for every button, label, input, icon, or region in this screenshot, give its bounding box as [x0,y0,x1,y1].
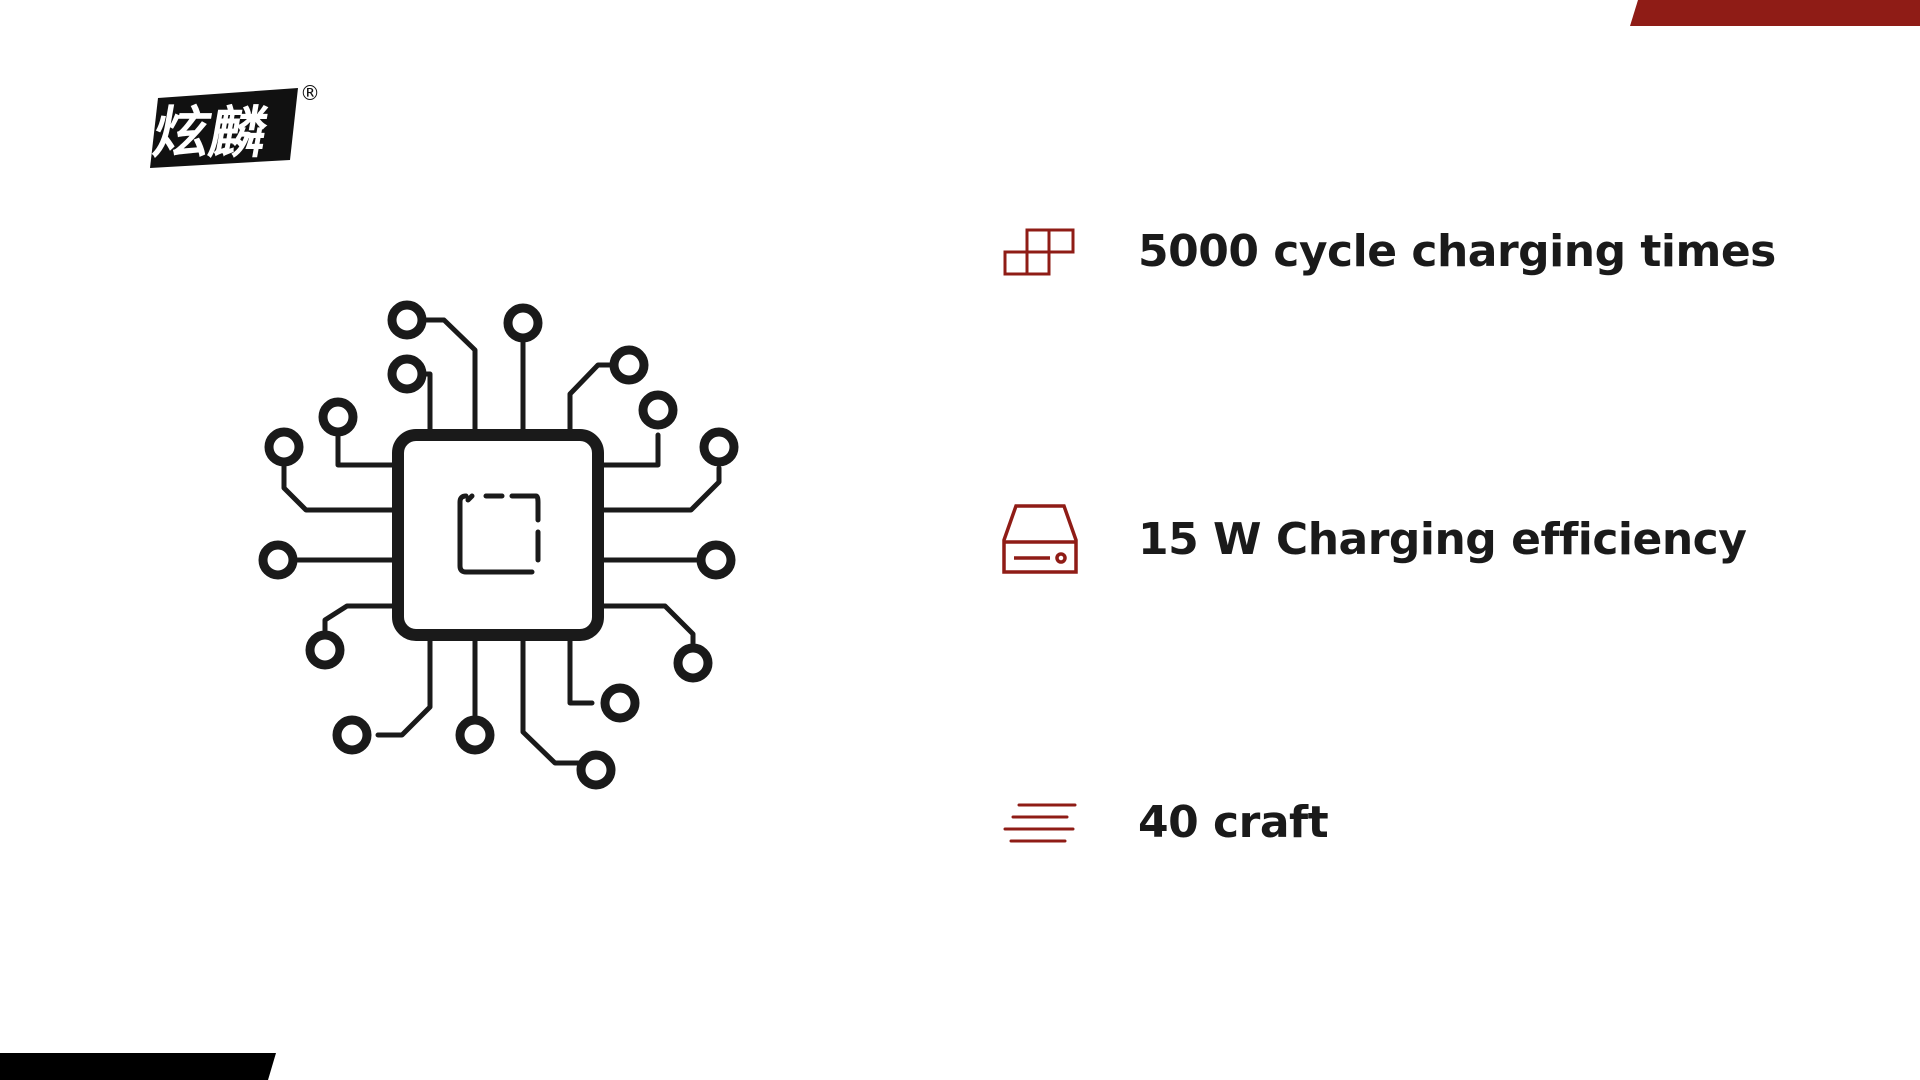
feature-item: 40 craft [1000,783,1329,863]
lines-icon [1000,783,1080,863]
feature-item: 5000 cycle charging times [1000,212,1776,292]
corner-accent-bar-top [1630,0,1920,26]
circuit-chip-icon [258,300,739,790]
feature-label: 40 craft [1138,797,1329,848]
logo-text: 炫麟 [150,101,272,166]
feature-label: 5000 cycle charging times [1138,226,1776,277]
feature-label: 15 W Charging efficiency [1138,514,1747,565]
feature-item: 15 W Charging efficiency [1000,500,1747,580]
grid-blocks-icon [1000,212,1080,292]
registered-mark: ® [300,81,320,105]
corner-accent-bar-bottom [0,1053,276,1080]
hard-drive-icon [1000,500,1080,580]
brand-logo: 炫麟 ® [150,81,320,168]
